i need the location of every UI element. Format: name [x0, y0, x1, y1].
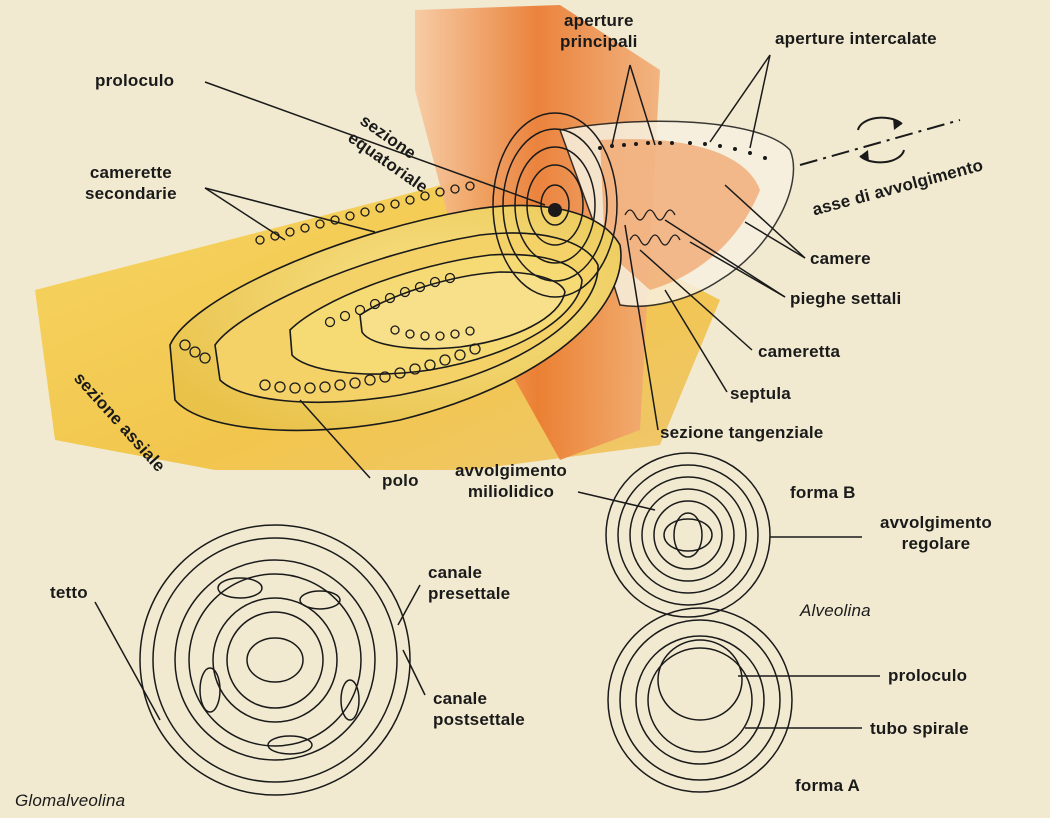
label-canale-postsettale-line2: postsettale	[433, 709, 525, 730]
label-sezione-tangenziale: sezione tangenziale	[660, 422, 823, 443]
label-camere: camere	[810, 248, 871, 269]
label-camerette-secondarie-line2: secondarie	[85, 183, 177, 204]
glomalveolina	[95, 525, 425, 795]
label-avvolgimento-miliolidico-line1: avvolgimento	[455, 460, 567, 481]
label-aperture-intercalate: aperture intercalate	[775, 28, 937, 49]
label-polo: polo	[382, 470, 419, 491]
label-glomalveolina: Glomalveolina	[15, 790, 125, 811]
proloculus-center	[548, 203, 562, 217]
label-aperture-principali-line1: aperture	[560, 10, 638, 31]
label-aperture-principali-line2: principali	[560, 31, 638, 52]
label-camerette-secondarie-line1: camerette	[85, 162, 177, 183]
label-canale-presettale: canale presettale	[428, 562, 510, 604]
label-canale-postsettale-line1: canale	[433, 688, 525, 709]
label-avvolgimento-miliolidico-line2: miliolidico	[455, 481, 567, 502]
label-forma-b: forma B	[790, 482, 856, 503]
label-septula: septula	[730, 383, 791, 404]
label-avvolgimento-miliolidico: avvolgimento miliolidico	[455, 460, 567, 502]
winding-axis-line	[800, 120, 960, 165]
label-proloculo-bottom: proloculo	[888, 665, 967, 686]
label-canale-presettale-line2: presettale	[428, 583, 510, 604]
label-canale-postsettale: canale postsettale	[433, 688, 525, 730]
label-canale-presettale-line1: canale	[428, 562, 510, 583]
label-cameretta: cameretta	[758, 341, 840, 362]
label-camerette-secondarie: camerette secondarie	[85, 162, 177, 204]
label-avvolgimento-regolare: avvolgimento regolare	[880, 512, 992, 554]
label-tubo-spirale: tubo spirale	[870, 718, 969, 739]
label-pieghe-settali: pieghe settali	[790, 288, 901, 309]
label-tetto: tetto	[50, 582, 88, 603]
label-forma-a: forma A	[795, 775, 860, 796]
label-avvolgimento-regolare-line1: avvolgimento	[880, 512, 992, 533]
label-proloculo-top: proloculo	[95, 70, 174, 91]
label-avvolgimento-regolare-line2: regolare	[880, 533, 992, 554]
alveolina-forma-a	[608, 608, 880, 792]
label-alveolina: Alveolina	[800, 600, 871, 621]
label-aperture-principali: aperture principali	[560, 10, 638, 52]
alveolina-forma-b	[578, 453, 862, 617]
